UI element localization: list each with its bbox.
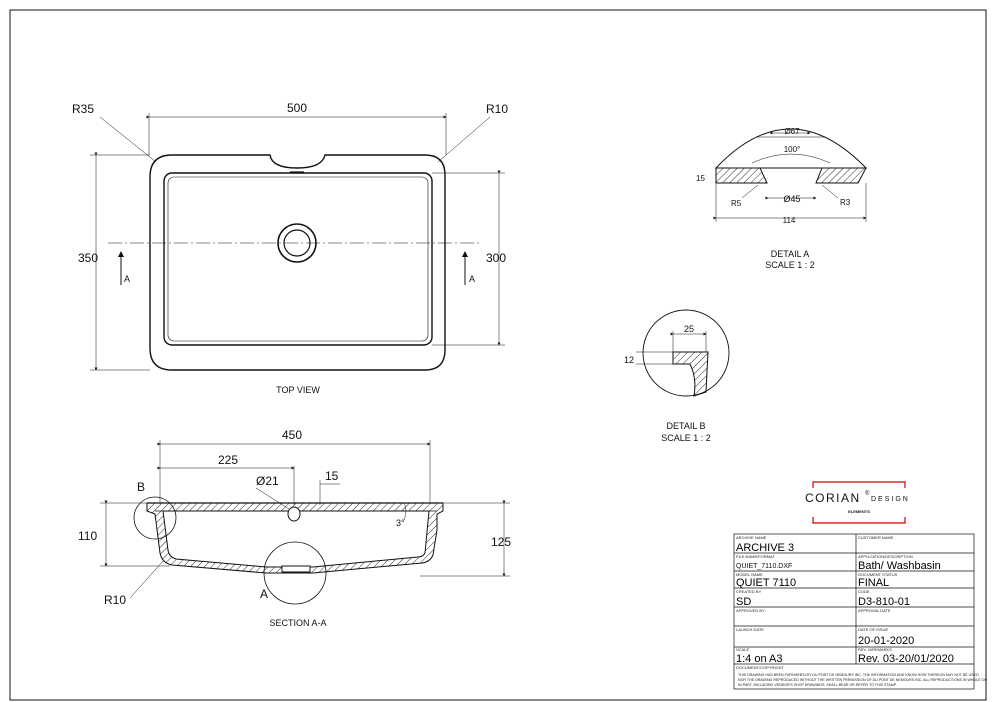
tb-customer-label: CUSTOMER NAME — [858, 535, 894, 540]
tb-launch-label: LAUNCH DATE — [736, 627, 764, 632]
dim-350: 350 — [78, 251, 98, 265]
tap-hole — [287, 506, 301, 522]
tb-archive-label: ARCHIVE NAME — [736, 535, 767, 540]
angle-3deg: 3° — [396, 518, 405, 528]
detail-a-marker: A — [260, 587, 268, 601]
section-marker-left: A — [124, 274, 130, 284]
section-marker-right: A — [469, 274, 475, 284]
dim-12: 12 — [624, 355, 634, 365]
dim-125: 125 — [491, 535, 511, 549]
dim-15-a: 15 — [696, 174, 705, 183]
detail-a-view — [713, 128, 868, 222]
tb-filename-label: FILE NAME/FORMAT — [736, 554, 775, 559]
tb-rev: Rev. 03-20/01/2020 — [858, 653, 954, 665]
tb-copyright-label: DOCUMENT/COPYRIGHT — [736, 665, 785, 670]
logo-reg: ® — [865, 490, 870, 497]
section-title: SECTION A-A — [269, 618, 326, 628]
logo-brand: CORIAN — [805, 491, 861, 505]
top-view-outline — [149, 154, 446, 371]
tb-status: FINAL — [858, 577, 889, 589]
tb-copyright-2: NOR THE DRAWING REPRODUCED WITHOUT THE W… — [738, 678, 987, 682]
tb-code-label: CODE — [858, 589, 870, 594]
section-labels: 450 225 Ø21 15 110 125 3° R10 B A SECTIO… — [78, 428, 511, 628]
detail-a-labels: Ø67 100° 15 Ø45 R5 R3 114 DETAIL A SCALE… — [696, 127, 851, 270]
logo-sub: ELEMENTS — [848, 509, 870, 514]
title-block-frame — [733, 533, 975, 690]
angle-arc — [403, 502, 407, 521]
detail-a-scale: SCALE 1 : 2 — [765, 260, 815, 270]
detail-b-labels: 25 12 DETAIL B SCALE 1 : 2 — [624, 324, 711, 443]
tb-created-label: CREATED BY — [736, 589, 762, 594]
dim-110: 110 — [78, 529, 97, 543]
tb-scale: 1:4 on A3 — [736, 653, 783, 665]
top-view-title: TOP VIEW — [276, 385, 320, 395]
dim-dia67: Ø67 — [784, 127, 800, 136]
r10-leader — [437, 116, 491, 163]
tb-created: SD — [736, 596, 751, 608]
section-view — [100, 440, 510, 605]
r10-section-leader — [129, 559, 165, 599]
corian-logo: CORIAN ® DESIGN ELEMENTS — [805, 481, 910, 524]
logo-design: DESIGN — [871, 496, 910, 503]
label-r10: R10 — [486, 102, 508, 116]
tb-scale-label: SCALE — [736, 647, 749, 652]
dim-dia21: Ø21 — [256, 474, 279, 488]
label-r35: R35 — [72, 102, 94, 116]
title-block-text: ARCHIVE NAME ARCHIVE 3 CUSTOMER NAME FIL… — [736, 535, 987, 687]
tb-application: Bath/ Washbasin — [858, 560, 941, 572]
dim-dia45: Ø45 — [783, 194, 800, 204]
detail-a-circle — [263, 541, 327, 605]
dim-r3: R3 — [840, 198, 851, 207]
dim-r5: R5 — [731, 199, 742, 208]
tb-filename: QUIET_7110.DXF — [736, 563, 792, 570]
dim-225: 225 — [218, 453, 238, 467]
tb-model: QUIET 7110 — [736, 577, 796, 589]
tb-copyright-3: IN PART, INCLUDING VENDOR'S SHOP DRAWING… — [738, 683, 897, 687]
tb-code: D3-810-01 — [858, 596, 910, 608]
dim-114: 114 — [783, 216, 796, 225]
tb-approval-date-label: APPROVAL DATE — [858, 608, 891, 613]
tb-rev-label: REV. N/REMARKS — [858, 647, 892, 652]
tb-copyright-1: THIS DRAWING HAS BEEN FURNISHED BY DU PO… — [738, 673, 979, 677]
top-view-labels: 500 350 300 R35 R10 A A TOP VIEW — [72, 101, 508, 395]
section-profile — [146, 502, 444, 574]
r35-leader — [99, 116, 157, 163]
tb-model-label: MODEL NAME — [736, 572, 763, 577]
dim-450: 450 — [282, 428, 302, 442]
detail-b-hatch — [672, 351, 709, 397]
angle-100-arc — [751, 153, 831, 164]
detail-a-hatch-right — [815, 167, 867, 184]
detail-a-title: DETAIL A — [771, 249, 810, 259]
basin-inner-edge — [163, 172, 433, 346]
detail-b-scale: SCALE 1 : 2 — [661, 433, 711, 443]
dim-300: 300 — [486, 251, 506, 265]
dim-25: 25 — [684, 324, 694, 334]
basin-inner-edge-2 — [167, 176, 429, 342]
detail-b-title: DETAIL B — [666, 421, 705, 431]
tb-issue: 20-01-2020 — [858, 635, 914, 647]
tb-application-label: APPLICATION/DESCRIPTION — [858, 554, 913, 559]
tb-issue-label: DATE OF ISSUE — [858, 627, 888, 632]
detail-b-marker: B — [137, 480, 145, 494]
sheet-border — [9, 9, 987, 701]
detail-a-hatch-left — [715, 167, 768, 184]
dim-500: 500 — [287, 101, 307, 115]
dim-15: 15 — [325, 469, 339, 483]
tb-archive: ARCHIVE 3 — [736, 542, 794, 554]
tb-approved-label: APPROVED BY — [736, 608, 765, 613]
tb-status-label: DOCUMENT STATUS — [858, 572, 898, 577]
top-view — [90, 113, 505, 371]
detail-b-view — [636, 309, 730, 397]
dia21-leader — [255, 487, 290, 510]
detail-b-circle — [133, 496, 177, 540]
dim-r10-section: R10 — [104, 593, 126, 607]
detail-a-outline — [714, 128, 868, 169]
detail-b-outline — [642, 309, 730, 397]
drain-section — [281, 565, 311, 573]
dim-angle100: 100° — [784, 145, 801, 154]
title-block — [733, 533, 975, 690]
